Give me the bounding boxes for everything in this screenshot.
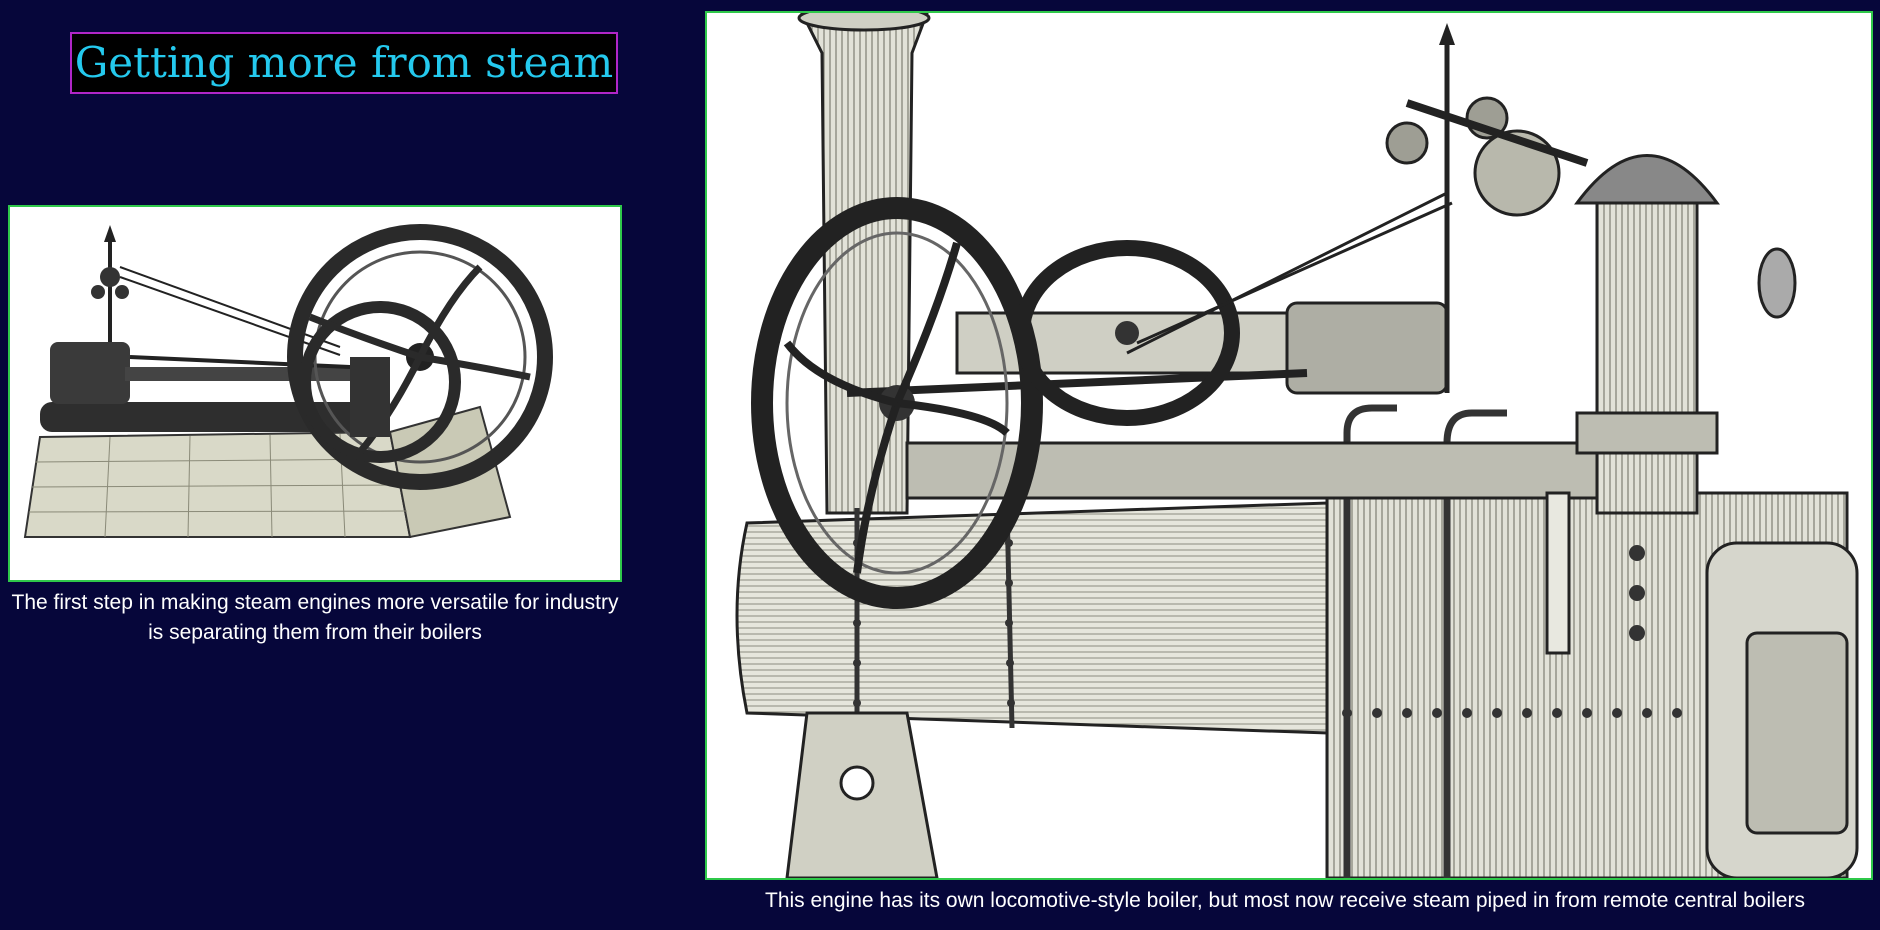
left-caption: The first step in making steam engines m… <box>11 591 619 644</box>
portable-engine-image <box>707 13 1871 878</box>
title-box: Getting more from steam <box>70 32 618 94</box>
right-image-frame <box>705 11 1873 880</box>
stationary-engine-image <box>10 207 620 580</box>
slide-title: Getting more from steam <box>74 38 614 87</box>
left-image-frame <box>8 205 622 582</box>
right-caption: This engine has its own locomotive-style… <box>765 889 1805 912</box>
